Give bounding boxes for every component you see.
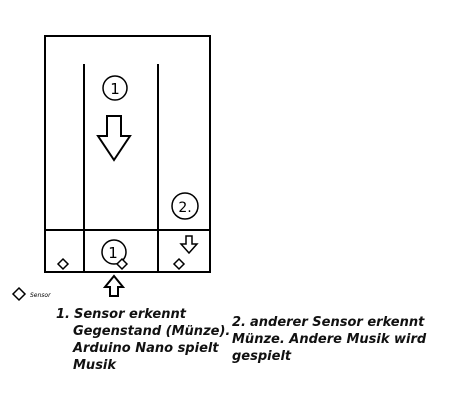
- marker-2-circle: [171, 192, 199, 220]
- legend-sensor-diamond-icon: [11, 286, 27, 302]
- outer-frame: [44, 35, 211, 273]
- sensor-right-diamond-icon: [172, 257, 186, 271]
- caption-step-2: 2.anderer Sensor erkennt Münze. Andere M…: [232, 314, 432, 365]
- arrow-down-large-icon: [96, 115, 132, 162]
- caption-1-line-2: Gegenstand (Münze).: [73, 324, 231, 339]
- marker-bottom-circle: [101, 239, 127, 265]
- caption-2-number: 2.: [232, 315, 246, 330]
- marker-bottom-label: 1: [108, 244, 118, 262]
- caption-1-number: 1.: [56, 307, 70, 322]
- sensor-center-diamond-icon: [115, 257, 129, 271]
- caption-1-line-1: 1.Sensor erkennt: [56, 307, 186, 322]
- caption-2-line-1: 2.anderer Sensor erkennt: [232, 315, 425, 330]
- marker-2-label: 2.: [178, 200, 191, 216]
- arrow-down-small-icon: [179, 235, 199, 255]
- marker-1-label: 1: [110, 80, 120, 98]
- caption-1-line-4: Musik: [73, 358, 117, 373]
- caption-2-line-3: gespielt: [232, 349, 292, 364]
- sensor-left-diamond-icon: [56, 257, 70, 271]
- arrow-up-icon: [102, 274, 126, 297]
- caption-step-1: 1.Sensor erkennt Gegenstand (Münze). Ard…: [56, 306, 231, 374]
- legend-sensor-label: Sensor: [30, 292, 51, 299]
- caption-2-line-2: Münze. Andere Musik wird: [232, 332, 427, 347]
- marker-1-circle: [102, 75, 128, 101]
- caption-1-line-3: Arduino Nano spielt: [73, 341, 219, 356]
